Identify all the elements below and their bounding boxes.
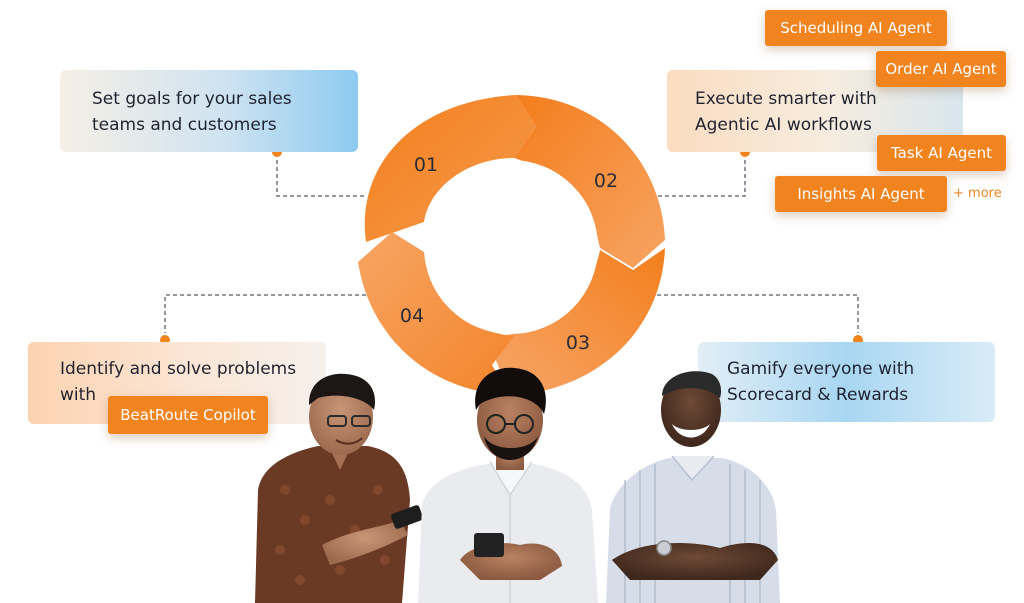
step-04-text-line2: with (60, 385, 97, 405)
connector-step-02 (658, 153, 746, 197)
step-03-text: Gamify everyone with Scorecard & Rewards (727, 359, 915, 405)
step-03-callout: Gamify everyone with Scorecard & Rewards (698, 342, 995, 422)
connector-step-04 (164, 294, 366, 340)
step-number-04: 04 (400, 305, 424, 327)
cycle-segment-04 (358, 232, 514, 395)
tag-scheduling-ai-agent: Scheduling AI Agent (765, 10, 947, 46)
step-01-callout: Set goals for your sales teams and custo… (60, 70, 358, 152)
step-02-text: Execute smarter with Agentic AI workflow… (695, 89, 877, 135)
cycle-segment-03 (486, 248, 665, 395)
tag-task-ai-agent: Task AI Agent (877, 135, 1006, 171)
cycle-segment-01 (364, 95, 536, 242)
step-number-03: 03 (566, 332, 590, 354)
cycle-segment-02 (514, 95, 665, 268)
tag-insights-ai-agent: Insights AI Agent (775, 176, 947, 212)
tag-beatroute-copilot: BeatRoute Copilot (108, 396, 268, 434)
connector-step-01 (276, 153, 366, 197)
cycle-center (424, 160, 598, 334)
step-number-01: 01 (414, 154, 438, 176)
more-agents-label: + more (953, 186, 1002, 201)
step-01-text: Set goals for your sales teams and custo… (92, 89, 292, 135)
connector-step-03 (657, 294, 859, 340)
step-04-text-line1: Identify and solve problems (60, 359, 297, 379)
step-number-02: 02 (594, 170, 618, 192)
tag-order-ai-agent: Order AI Agent (876, 51, 1006, 87)
